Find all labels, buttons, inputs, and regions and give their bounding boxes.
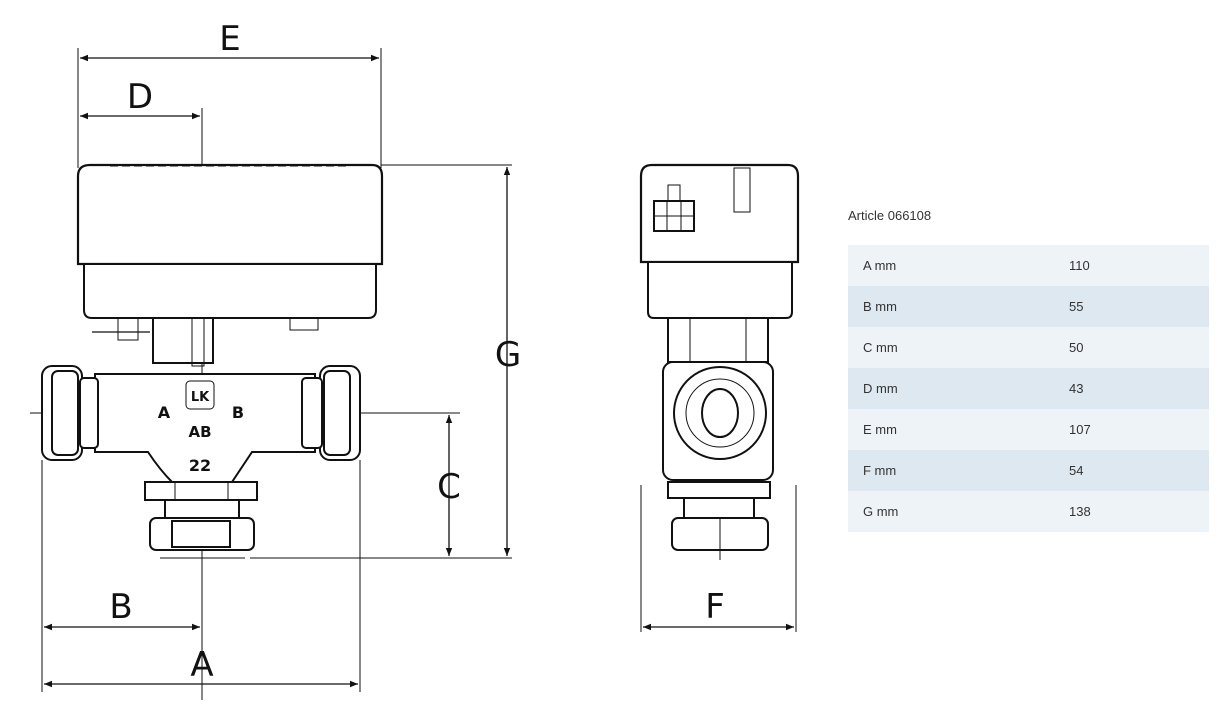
dim-label-b: B: [109, 587, 132, 627]
table-row: G mm 138: [848, 491, 1209, 532]
port-label-right: B: [232, 403, 244, 422]
dimension-spec-panel: Article 066108 A mm 110 B mm 55 C mm 50 …: [848, 206, 1209, 532]
table-row: A mm 110: [848, 245, 1209, 286]
svg-text:LK: LK: [191, 390, 210, 405]
dimension-table: A mm 110 B mm 55 C mm 50 D mm 43 E mm 10…: [848, 245, 1209, 532]
table-row: C mm 50: [848, 327, 1209, 368]
dimension-value: 50: [1069, 327, 1209, 368]
dim-label-g: G: [495, 335, 521, 375]
table-row: B mm 55: [848, 286, 1209, 327]
table-row: F mm 54: [848, 450, 1209, 491]
table-row: E mm 107: [848, 409, 1209, 450]
front-view: LK A B AB 22: [30, 48, 512, 700]
dim-label-e: E: [219, 19, 240, 59]
valve-size-label: 22: [189, 456, 211, 475]
dimension-label: B mm: [848, 286, 1069, 327]
article-number: Article 066108: [848, 208, 932, 223]
table-row: D mm 43: [848, 368, 1209, 409]
dimension-label: A mm: [848, 245, 1069, 286]
dimension-label: F mm: [848, 450, 1069, 491]
dimension-label: D mm: [848, 368, 1069, 409]
port-label-left: A: [158, 403, 171, 422]
valve-dimension-drawing: LK A B AB 22 E D G C B A F: [30, 19, 800, 700]
dimension-label: E mm: [848, 409, 1069, 450]
dim-label-d: D: [127, 77, 153, 117]
dimension-value: 54: [1069, 450, 1209, 491]
dim-label-c: C: [437, 467, 461, 507]
dim-label-a: A: [190, 645, 213, 685]
dimension-value: 43: [1069, 368, 1209, 409]
dim-label-f: F: [705, 587, 725, 627]
dimension-value: 107: [1069, 409, 1209, 450]
dimension-value: 55: [1069, 286, 1209, 327]
side-view: [639, 163, 800, 632]
dimension-value: 138: [1069, 491, 1209, 532]
port-label-bottom: AB: [188, 423, 211, 441]
dimension-label: C mm: [848, 327, 1069, 368]
dimension-value: 110: [1069, 245, 1209, 286]
dimension-label: G mm: [848, 491, 1069, 532]
